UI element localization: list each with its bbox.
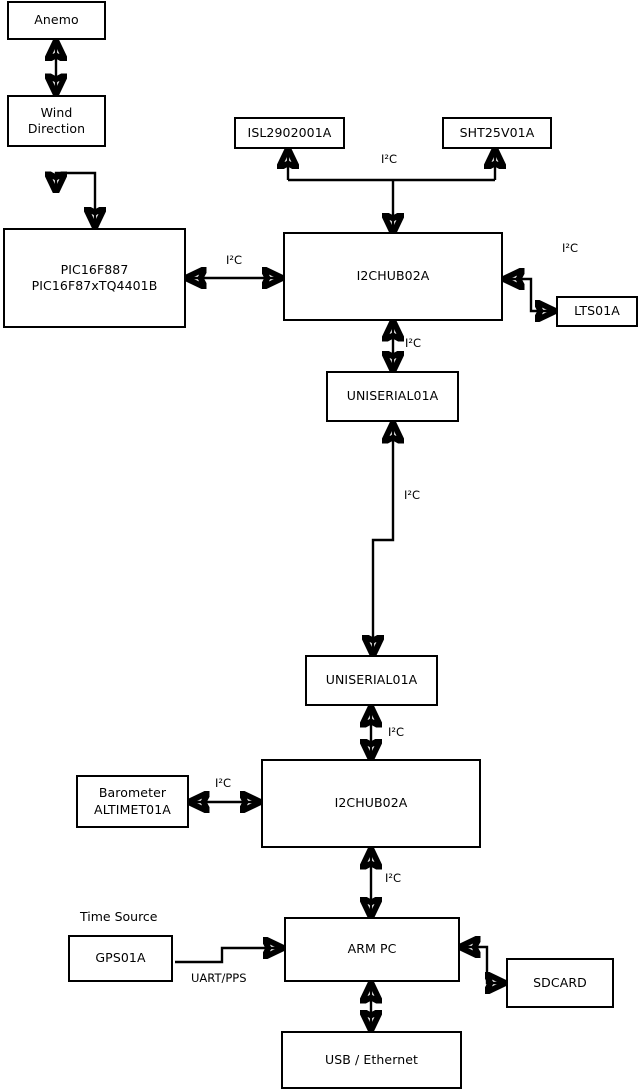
node-arm-pc[interactable]: ARM PC bbox=[284, 917, 460, 982]
node-usb-ethernet[interactable]: USB / Ethernet bbox=[281, 1031, 462, 1089]
node-lts01a-label: LTS01A bbox=[574, 303, 620, 319]
node-i2chub02a-top[interactable]: I2CHUB02A bbox=[283, 232, 503, 321]
node-uniserial01a-top-label: UNISERIAL01A bbox=[346, 388, 439, 404]
node-arm-pc-label: ARM PC bbox=[347, 941, 397, 957]
node-uniserial01a-top[interactable]: UNISERIAL01A bbox=[326, 371, 459, 422]
node-barometer-altimet01a-label: Barometer ALTIMET01A bbox=[94, 785, 171, 817]
node-pic-mcu-label: PIC16F887 PIC16F87xTQ4401B bbox=[31, 261, 158, 293]
node-sht25v01a[interactable]: SHT25V01A bbox=[442, 117, 552, 149]
node-wind-direction[interactable]: Wind Direction bbox=[7, 95, 106, 147]
node-anemo[interactable]: Anemo bbox=[7, 1, 106, 40]
wire-wind-pic bbox=[56, 173, 95, 225]
node-lts01a[interactable]: LTS01A bbox=[556, 296, 638, 327]
edge-label-i2c-pic-hub: I²C bbox=[226, 253, 243, 267]
edge-label-i2c-barometer-hub: I²C bbox=[215, 776, 232, 790]
node-uniserial01a-bottom-label: UNISERIAL01A bbox=[325, 672, 418, 688]
wire-gps-armpc bbox=[175, 948, 281, 964]
label-time-source: Time Source bbox=[80, 909, 158, 924]
node-isl2902001a-label: ISL2902001A bbox=[247, 124, 332, 140]
edge-label-i2c-uniserial-uniserial: I²C bbox=[404, 488, 421, 502]
node-anemo-label: Anemo bbox=[34, 12, 79, 28]
wire-unitop-unibot bbox=[373, 425, 393, 653]
wire-hubtop-lts bbox=[506, 279, 553, 311]
node-wind-direction-label: Wind Direction bbox=[27, 104, 86, 136]
node-uniserial01a-bottom[interactable]: UNISERIAL01A bbox=[305, 655, 438, 706]
wire-armpc-sdcard bbox=[462, 947, 503, 983]
node-pic-mcu[interactable]: PIC16F887 PIC16F87xTQ4401B bbox=[3, 228, 186, 328]
node-isl2902001a[interactable]: ISL2902001A bbox=[234, 117, 345, 149]
edge-label-i2c-hub-uniserial: I²C bbox=[405, 336, 422, 350]
node-sht25v01a-label: SHT25V01A bbox=[459, 124, 535, 140]
node-i2chub02a-bottom[interactable]: I2CHUB02A bbox=[261, 759, 481, 848]
edge-label-uart-pps: UART/PPS bbox=[191, 971, 247, 985]
edge-label-i2c-hub-lts: I²C bbox=[562, 241, 579, 255]
node-sdcard-label: SDCARD bbox=[533, 974, 587, 990]
node-gps01a-label: GPS01A bbox=[95, 950, 146, 966]
edge-label-i2c-hub-armpc: I²C bbox=[385, 871, 402, 885]
node-gps01a[interactable]: GPS01A bbox=[68, 935, 173, 982]
node-i2chub02a-top-label: I2CHUB02A bbox=[356, 268, 430, 284]
edge-label-i2c-uniserial-hub: I²C bbox=[388, 725, 405, 739]
edge-label-i2c-sensor-bus: I²C bbox=[381, 152, 398, 166]
node-i2chub02a-bottom-label: I2CHUB02A bbox=[334, 795, 408, 811]
node-usb-ethernet-label: USB / Ethernet bbox=[324, 1051, 419, 1067]
node-barometer-altimet01a[interactable]: Barometer ALTIMET01A bbox=[76, 775, 189, 828]
node-sdcard[interactable]: SDCARD bbox=[506, 958, 614, 1008]
